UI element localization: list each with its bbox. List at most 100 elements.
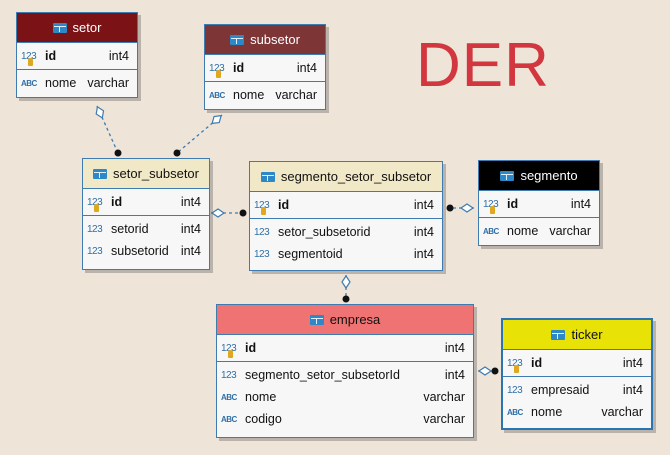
column-name: id xyxy=(278,198,290,212)
table-icon xyxy=(52,22,67,33)
integer-type-icon: 123 xyxy=(507,384,523,396)
key-icon xyxy=(514,364,519,373)
column-name: subsetorid xyxy=(111,244,169,258)
column-type: int4 xyxy=(570,197,591,211)
column-type: int4 xyxy=(413,198,434,212)
string-type-icon: ABC xyxy=(483,226,499,236)
column-type: int4 xyxy=(180,222,201,236)
foreign-key-dot xyxy=(239,209,247,217)
subsetor-header[interactable]: subsetor xyxy=(205,25,325,55)
column-name: segmento_setor_subsetorId xyxy=(245,368,400,382)
integer-type-icon: 123 xyxy=(87,197,107,212)
setor-header[interactable]: setor xyxy=(17,13,137,43)
diamond-marker xyxy=(210,208,226,218)
string-type-icon: ABC xyxy=(221,414,237,424)
column-type: int4 xyxy=(296,61,317,75)
column-name: nome xyxy=(233,88,265,102)
table-icon xyxy=(260,171,275,182)
column-type: varchar xyxy=(423,390,465,404)
integer-type-icon: 123 xyxy=(483,199,503,214)
table-icon xyxy=(230,34,245,45)
setor-subsetor-title: setor_subsetor xyxy=(113,166,199,181)
column-type: int4 xyxy=(180,195,201,209)
segmento-setor-subsetor-header[interactable]: segmento_setor_subsetor xyxy=(250,162,442,192)
column-name: setor_subsetorid xyxy=(278,225,371,239)
diamond-marker xyxy=(477,366,493,376)
segmento-header[interactable]: segmento xyxy=(479,161,599,191)
primary-key-section: 123 id int4 xyxy=(83,189,209,216)
diamond-marker xyxy=(211,114,223,125)
table-icon xyxy=(551,329,566,340)
string-type-icon: ABC xyxy=(209,90,225,100)
integer-type-icon: 123 xyxy=(21,51,41,66)
ticker-title: ticker xyxy=(571,327,603,342)
column-row[interactable]: 123 id int4 xyxy=(479,193,599,215)
setor-title: setor xyxy=(72,20,102,35)
diamond-marker xyxy=(95,105,105,119)
integer-type-icon: 123 xyxy=(254,226,270,238)
key-icon xyxy=(94,203,99,212)
column-name: id xyxy=(531,356,543,370)
ticker-header[interactable]: ticker xyxy=(503,320,651,350)
column-type: varchar xyxy=(601,405,643,419)
column-type: int4 xyxy=(413,225,434,239)
column-row[interactable]: 123 id int4 xyxy=(83,191,209,213)
column-type: int4 xyxy=(108,49,129,63)
column-type: varchar xyxy=(423,412,465,426)
key-icon xyxy=(490,205,495,214)
string-type-icon: ABC xyxy=(221,392,237,402)
column-type: int4 xyxy=(413,247,434,261)
column-name: nome xyxy=(531,405,563,419)
column-row[interactable]: ABC nome varchar xyxy=(217,386,473,408)
subsetor-title: subsetor xyxy=(250,32,300,47)
column-name: id xyxy=(507,197,519,211)
foreign-key-dot xyxy=(491,367,499,375)
column-type: int4 xyxy=(180,244,201,258)
column-row[interactable]: 123 setor_subsetorid int4 xyxy=(250,221,442,243)
column-name: empresaid xyxy=(531,383,590,397)
column-name: nome xyxy=(507,224,539,238)
column-name: id xyxy=(111,195,123,209)
column-type: int4 xyxy=(622,356,643,370)
column-name: nome xyxy=(245,390,277,404)
empresa-header[interactable]: empresa xyxy=(217,305,473,335)
setor-subsetor-header[interactable]: setor_subsetor xyxy=(83,159,209,189)
segmento-title: segmento xyxy=(520,168,578,183)
diagram-title: DER xyxy=(416,31,550,100)
integer-type-icon: 123 xyxy=(87,223,103,235)
